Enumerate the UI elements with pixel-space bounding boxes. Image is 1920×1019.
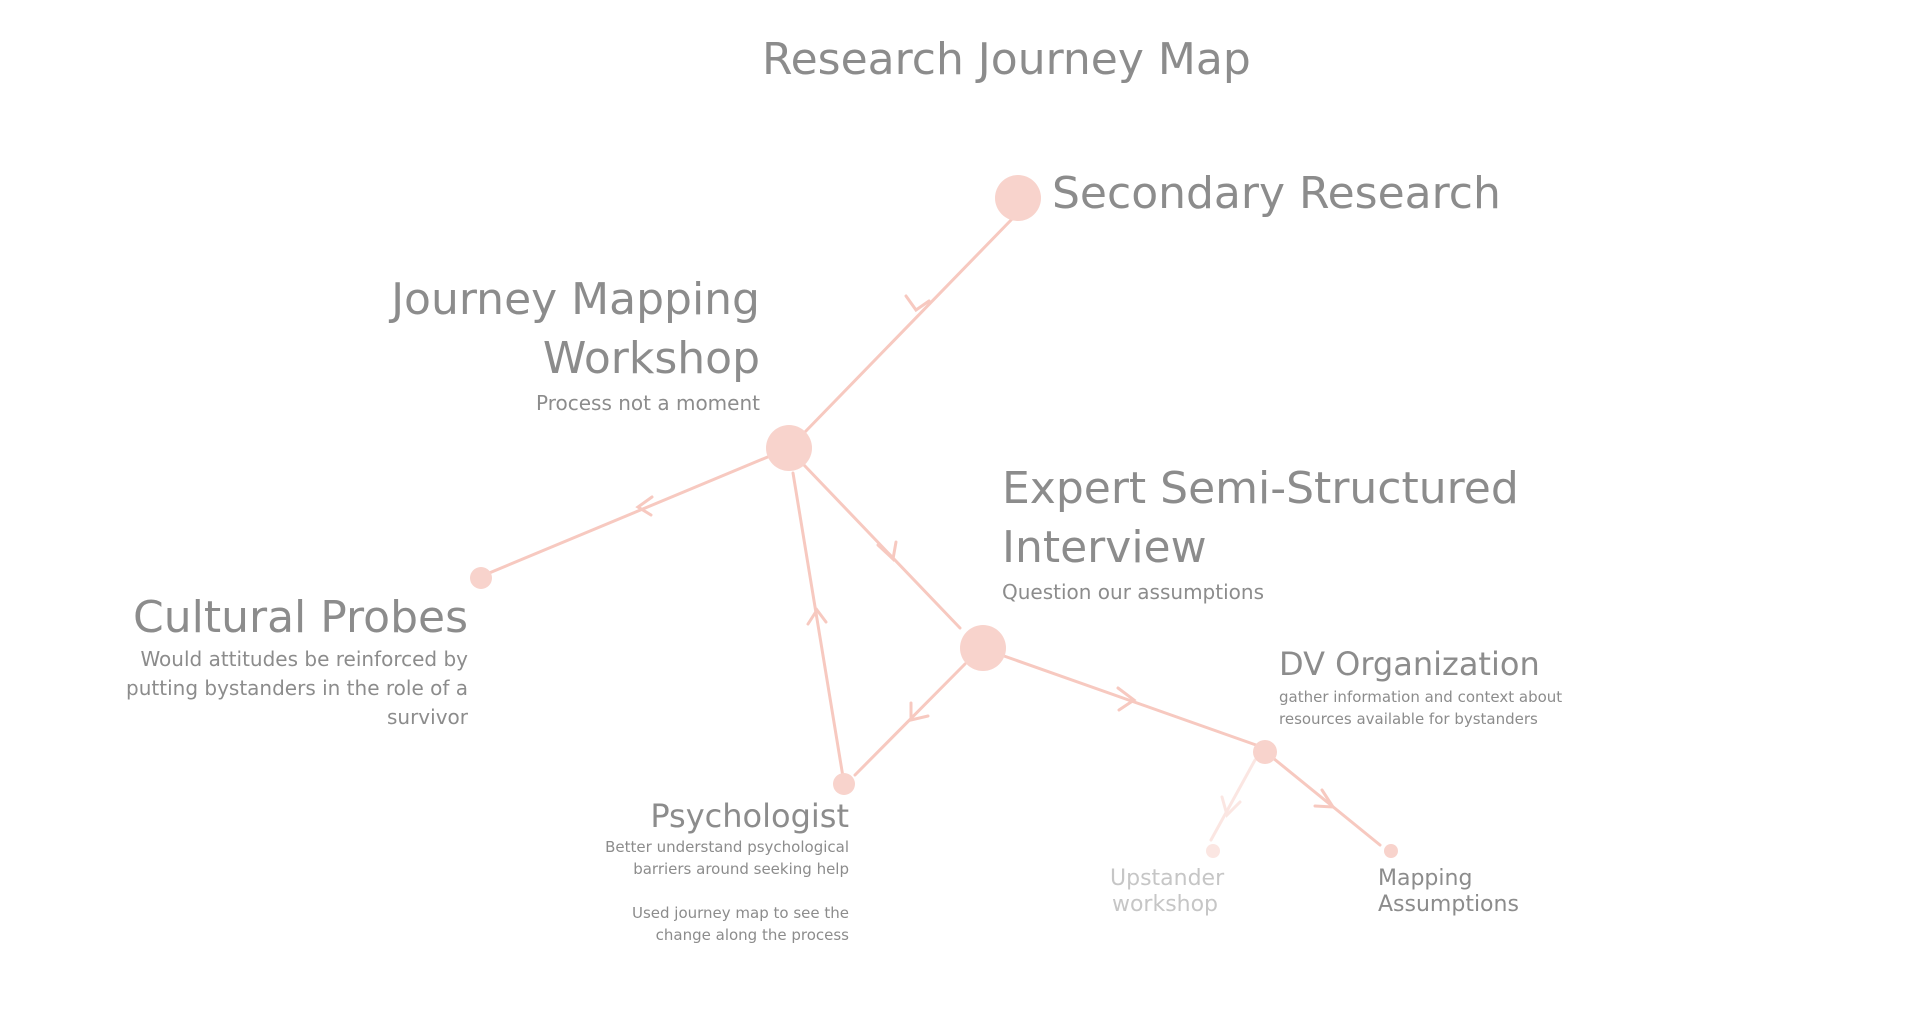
- mapping-assumptions-text: Mapping Assumptions: [1378, 866, 1519, 919]
- edge-secondary-to-journey: [802, 216, 1015, 435]
- edge-journey-to-expert: [802, 463, 962, 630]
- arrow-journey-to-cultural: [635, 495, 654, 517]
- dv-organization-label: DV Organization: [1279, 645, 1540, 683]
- dv-organization-text: DV Organization gather information and c…: [1279, 645, 1562, 731]
- node-cultural-probes[interactable]: [470, 567, 492, 589]
- edge-psychologist-to-journey: [791, 471, 845, 779]
- edge-expert-to-dv: [1002, 654, 1258, 747]
- cultural-probes-label: Cultural Probes: [133, 592, 468, 643]
- journey-mapping-note: Process not a moment: [536, 390, 760, 415]
- mapping-assumptions-label-line2: Assumptions: [1378, 892, 1519, 918]
- upstander-workshop-label-line2: workshop: [1111, 892, 1219, 918]
- arrow-secondary-to-journey: [904, 294, 931, 313]
- dv-organization-note-line1: gather information and context about: [1279, 688, 1563, 707]
- arrow-psychologist-to-journey: [806, 607, 828, 626]
- expert-interview-text: Expert Semi-Structured Interview Questio…: [1002, 459, 1519, 607]
- edge-dv-to-mapping: [1271, 756, 1382, 847]
- node-mapping-assumptions[interactable]: [1384, 844, 1398, 858]
- secondary-research-label: Secondary Research: [1052, 168, 1501, 219]
- expert-interview-note: Question our assumptions: [1002, 579, 1264, 604]
- journey-mapping-text: Journey Mapping Workshop Process not a m…: [391, 270, 760, 418]
- node-psychologist[interactable]: [833, 773, 855, 795]
- cultural-probes-note-line2: putting bystanders in the role of a: [126, 675, 468, 700]
- upstander-workshop-text: Upstander workshop: [1110, 866, 1225, 919]
- edge-journey-to-cultural: [480, 454, 772, 578]
- upstander-workshop-label-line1: Upstander: [1110, 866, 1225, 891]
- node-expert-interview[interactable]: [960, 625, 1006, 671]
- arrow-dv-to-upstander: [1220, 795, 1242, 818]
- psychologist-note-line2: barriers around seeking help: [633, 860, 849, 879]
- node-secondary-research[interactable]: [995, 175, 1041, 221]
- node-upstander-workshop[interactable]: [1206, 844, 1220, 858]
- cultural-probes-note-line3: survivor: [386, 704, 468, 729]
- cultural-probes-text: Cultural Probes Would attitudes be reinf…: [126, 592, 468, 732]
- dv-organization-note-line2: resources available for bystanders: [1279, 710, 1538, 729]
- expert-interview-label-line2: Interview: [1002, 522, 1207, 574]
- arrow-expert-to-dv: [1116, 686, 1137, 712]
- arrow-expert-to-psychologist: [909, 701, 930, 722]
- node-journey-mapping-workshop[interactable]: [766, 425, 812, 471]
- mapping-assumptions-label-line1: Mapping: [1378, 866, 1473, 891]
- edge-dv-to-upstander: [1209, 758, 1257, 842]
- arrow-journey-to-expert: [876, 540, 898, 562]
- page-title: Research Journey Map: [762, 34, 1251, 85]
- cultural-probes-note-line1: Would attitudes be reinforced by: [140, 646, 468, 671]
- journey-mapping-label-line2: Workshop: [542, 333, 760, 385]
- psychologist-note-line1: Better understand psychological: [605, 838, 849, 857]
- expert-interview-label-line1: Expert Semi-Structured: [1002, 463, 1519, 514]
- psychologist-note-line3: Used journey map to see the: [631, 903, 849, 922]
- psychologist-note-line4: change along the process: [655, 925, 849, 944]
- psychologist-label: Psychologist: [650, 797, 849, 835]
- journey-mapping-label-line1: Journey Mapping: [391, 274, 760, 325]
- psychologist-text: Psychologist Better understand psycholog…: [605, 797, 849, 946]
- arrow-dv-to-mapping: [1313, 788, 1336, 809]
- node-dv-organization[interactable]: [1253, 740, 1277, 764]
